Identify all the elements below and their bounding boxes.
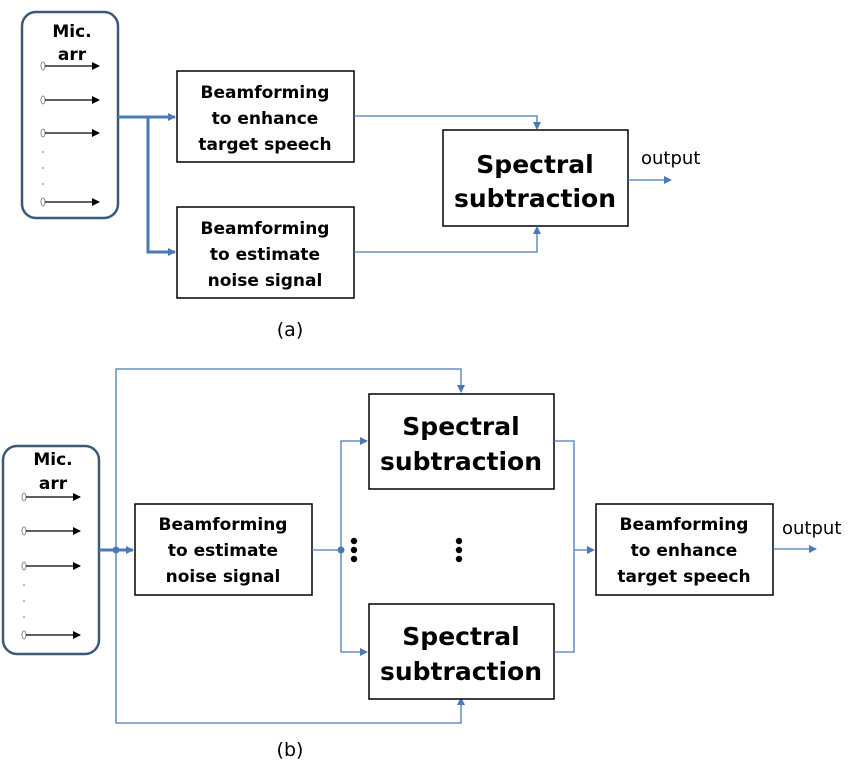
- ellipsis-dot: [23, 616, 25, 618]
- output-label-a: output: [641, 148, 700, 169]
- box-spectral-subtraction-a: [442, 129, 629, 227]
- ellipsis-dot: [42, 183, 44, 185]
- connector-mic-to-spectral-bottom-b: [115, 550, 465, 724]
- connector-noise-to-spectral-top-b: [340, 437, 368, 550]
- connector-spectral-merge-b: [554, 440, 575, 653]
- box-spectral-subtraction-top-b: [368, 393, 555, 490]
- enhance-line2-a: to enhance: [212, 109, 319, 129]
- box-beamforming-enhance-a: [176, 70, 355, 163]
- diagram-b: Mic. arr Beamforming to estimate noise s…: [1, 368, 841, 761]
- mic-array-box-a: [20, 10, 120, 220]
- mic-label-line2-b: arr: [39, 474, 68, 494]
- spectral-line2-a: subtraction: [454, 184, 616, 213]
- spectral-bottom-line2-b: subtraction: [380, 657, 542, 686]
- noise-line3-b: noise signal: [166, 567, 281, 587]
- mic-elements-a: [40, 61, 100, 207]
- mic-label-line1-a: Mic.: [52, 22, 91, 42]
- vertical-ellipsis-icon: [350, 537, 358, 563]
- spectral-line1-a: Spectral: [476, 150, 593, 179]
- connector-noise-to-spectral-bottom-b: [340, 550, 368, 656]
- vertical-ellipsis-icon: [455, 537, 463, 563]
- box-beamforming-noise-b: [134, 503, 313, 596]
- noise-line1-b: Beamforming: [159, 515, 288, 535]
- noise-line2-b: to estimate: [168, 541, 278, 561]
- enhance-line1-b: Beamforming: [620, 515, 749, 535]
- mic-label-line1-b: Mic.: [33, 450, 72, 470]
- ellipsis-dot: [42, 167, 44, 169]
- box-beamforming-enhance-b: [595, 503, 774, 596]
- output-label-b: output: [782, 518, 841, 539]
- ellipsis-dot: [23, 600, 25, 602]
- noise-line2-a: to estimate: [210, 245, 320, 265]
- enhance-line2-b: to enhance: [631, 541, 738, 561]
- ellipsis-dot: [23, 584, 25, 586]
- ellipsis-dot: [42, 151, 44, 153]
- box-spectral-subtraction-bottom-b: [368, 603, 555, 700]
- mic-label-line2-a: arr: [58, 45, 87, 65]
- enhance-line3-a: target speech: [198, 135, 331, 155]
- mic-elements-b: [21, 492, 81, 640]
- enhance-line3-b: target speech: [617, 567, 750, 587]
- noise-line3-a: noise signal: [208, 271, 323, 291]
- diagram-a: Mic. arr Beamforming to enhance target s…: [20, 10, 700, 341]
- connector-noise-to-spectral-a: [354, 226, 541, 253]
- connector-mic-to-noise-a: [146, 117, 176, 256]
- connector-enhance-to-spectral-a: [354, 115, 541, 130]
- box-beamforming-noise-a: [176, 206, 355, 299]
- caption-a: (a): [277, 319, 303, 341]
- spectral-top-line2-b: subtraction: [380, 447, 542, 476]
- spectral-bottom-line1-b: Spectral: [402, 622, 519, 651]
- connector-mic-to-spectral-top-b: [115, 368, 465, 550]
- caption-b: (b): [277, 739, 304, 761]
- enhance-line1-a: Beamforming: [201, 83, 330, 103]
- spectral-top-line1-b: Spectral: [402, 412, 519, 441]
- noise-line1-a: Beamforming: [201, 219, 330, 239]
